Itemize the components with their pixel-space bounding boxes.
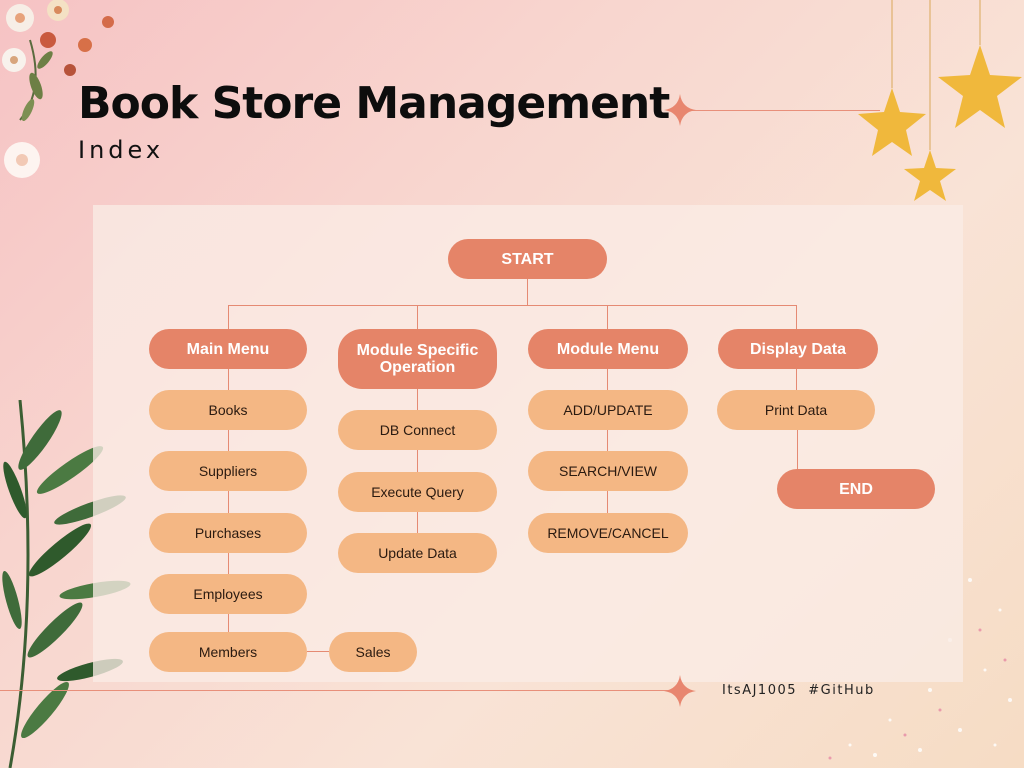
connector xyxy=(527,278,528,306)
end-node: END xyxy=(777,469,935,509)
connector xyxy=(796,305,797,329)
node-suppliers: Suppliers xyxy=(149,451,307,491)
node-purchases: Purchases xyxy=(149,513,307,553)
node-add-update: ADD/UPDATE xyxy=(528,390,688,430)
footer-rule xyxy=(0,690,680,691)
node-print-data: Print Data xyxy=(717,390,875,430)
heading-main-menu: Main Menu xyxy=(149,329,307,369)
connector xyxy=(417,389,418,534)
flower-decoration xyxy=(2,0,114,178)
node-sales: Sales xyxy=(329,632,417,672)
node-execute-query: Execute Query xyxy=(338,472,497,512)
node-books: Books xyxy=(149,390,307,430)
node-search-view: SEARCH/VIEW xyxy=(528,451,688,491)
connector xyxy=(228,369,229,632)
star-icon xyxy=(858,0,1022,201)
connector xyxy=(796,369,797,391)
sparkle-icon xyxy=(664,94,696,126)
page-title: Book Store Management xyxy=(78,78,670,129)
heading-module-specific-operation: Module Specific Operation xyxy=(338,329,497,389)
page-subtitle: Index xyxy=(78,136,165,164)
sparkle-icon xyxy=(664,675,696,707)
node-members: Members xyxy=(149,632,307,672)
leaf-decoration xyxy=(2,400,131,768)
connector xyxy=(228,305,797,306)
connector xyxy=(607,305,608,329)
glitter-decoration xyxy=(828,578,1012,760)
start-node: START xyxy=(448,239,607,279)
footer-credit: ItsAJ1005 #GitHub xyxy=(722,683,875,698)
connector xyxy=(228,305,229,329)
heading-module-menu: Module Menu xyxy=(528,329,688,369)
connector xyxy=(417,305,418,329)
connector xyxy=(797,430,798,470)
heading-display-data: Display Data xyxy=(718,329,878,369)
connector xyxy=(307,651,329,652)
node-employees: Employees xyxy=(149,574,307,614)
node-update-data: Update Data xyxy=(338,533,497,573)
node-db-connect: DB Connect xyxy=(338,410,497,450)
connector xyxy=(607,369,608,514)
header-rule xyxy=(690,110,880,111)
node-remove-cancel: REMOVE/CANCEL xyxy=(528,513,688,553)
